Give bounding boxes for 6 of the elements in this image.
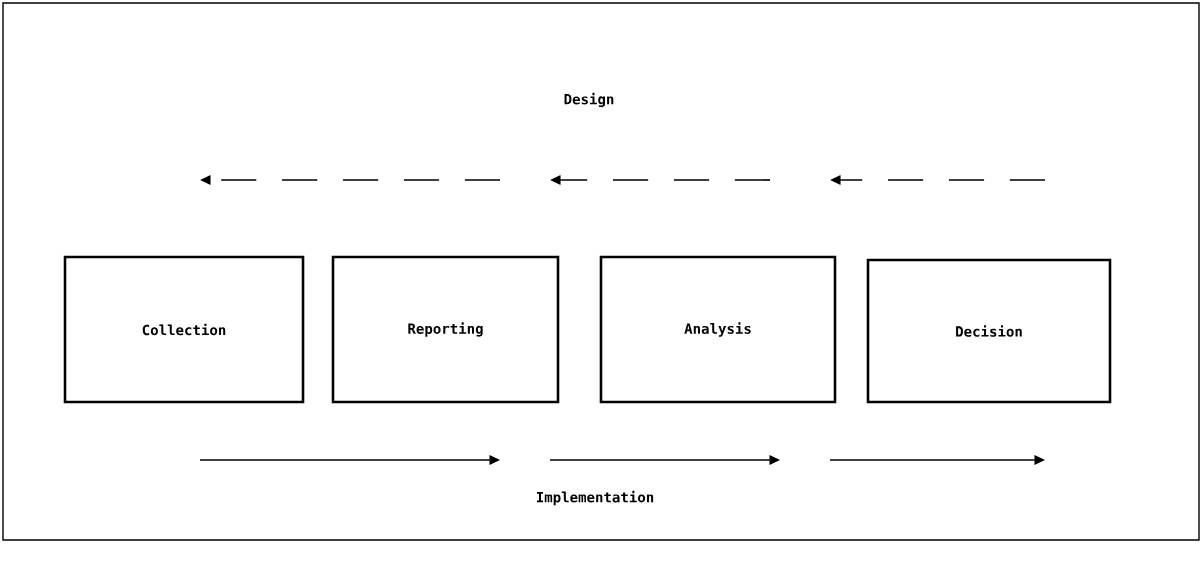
phase-label: Design (564, 92, 614, 108)
process-box: Reporting (331, 255, 560, 404)
process-box: Decision (866, 258, 1112, 404)
phase-label: Implementation (536, 490, 654, 506)
process-box: Analysis (599, 255, 837, 404)
process-box: Collection (63, 255, 305, 404)
